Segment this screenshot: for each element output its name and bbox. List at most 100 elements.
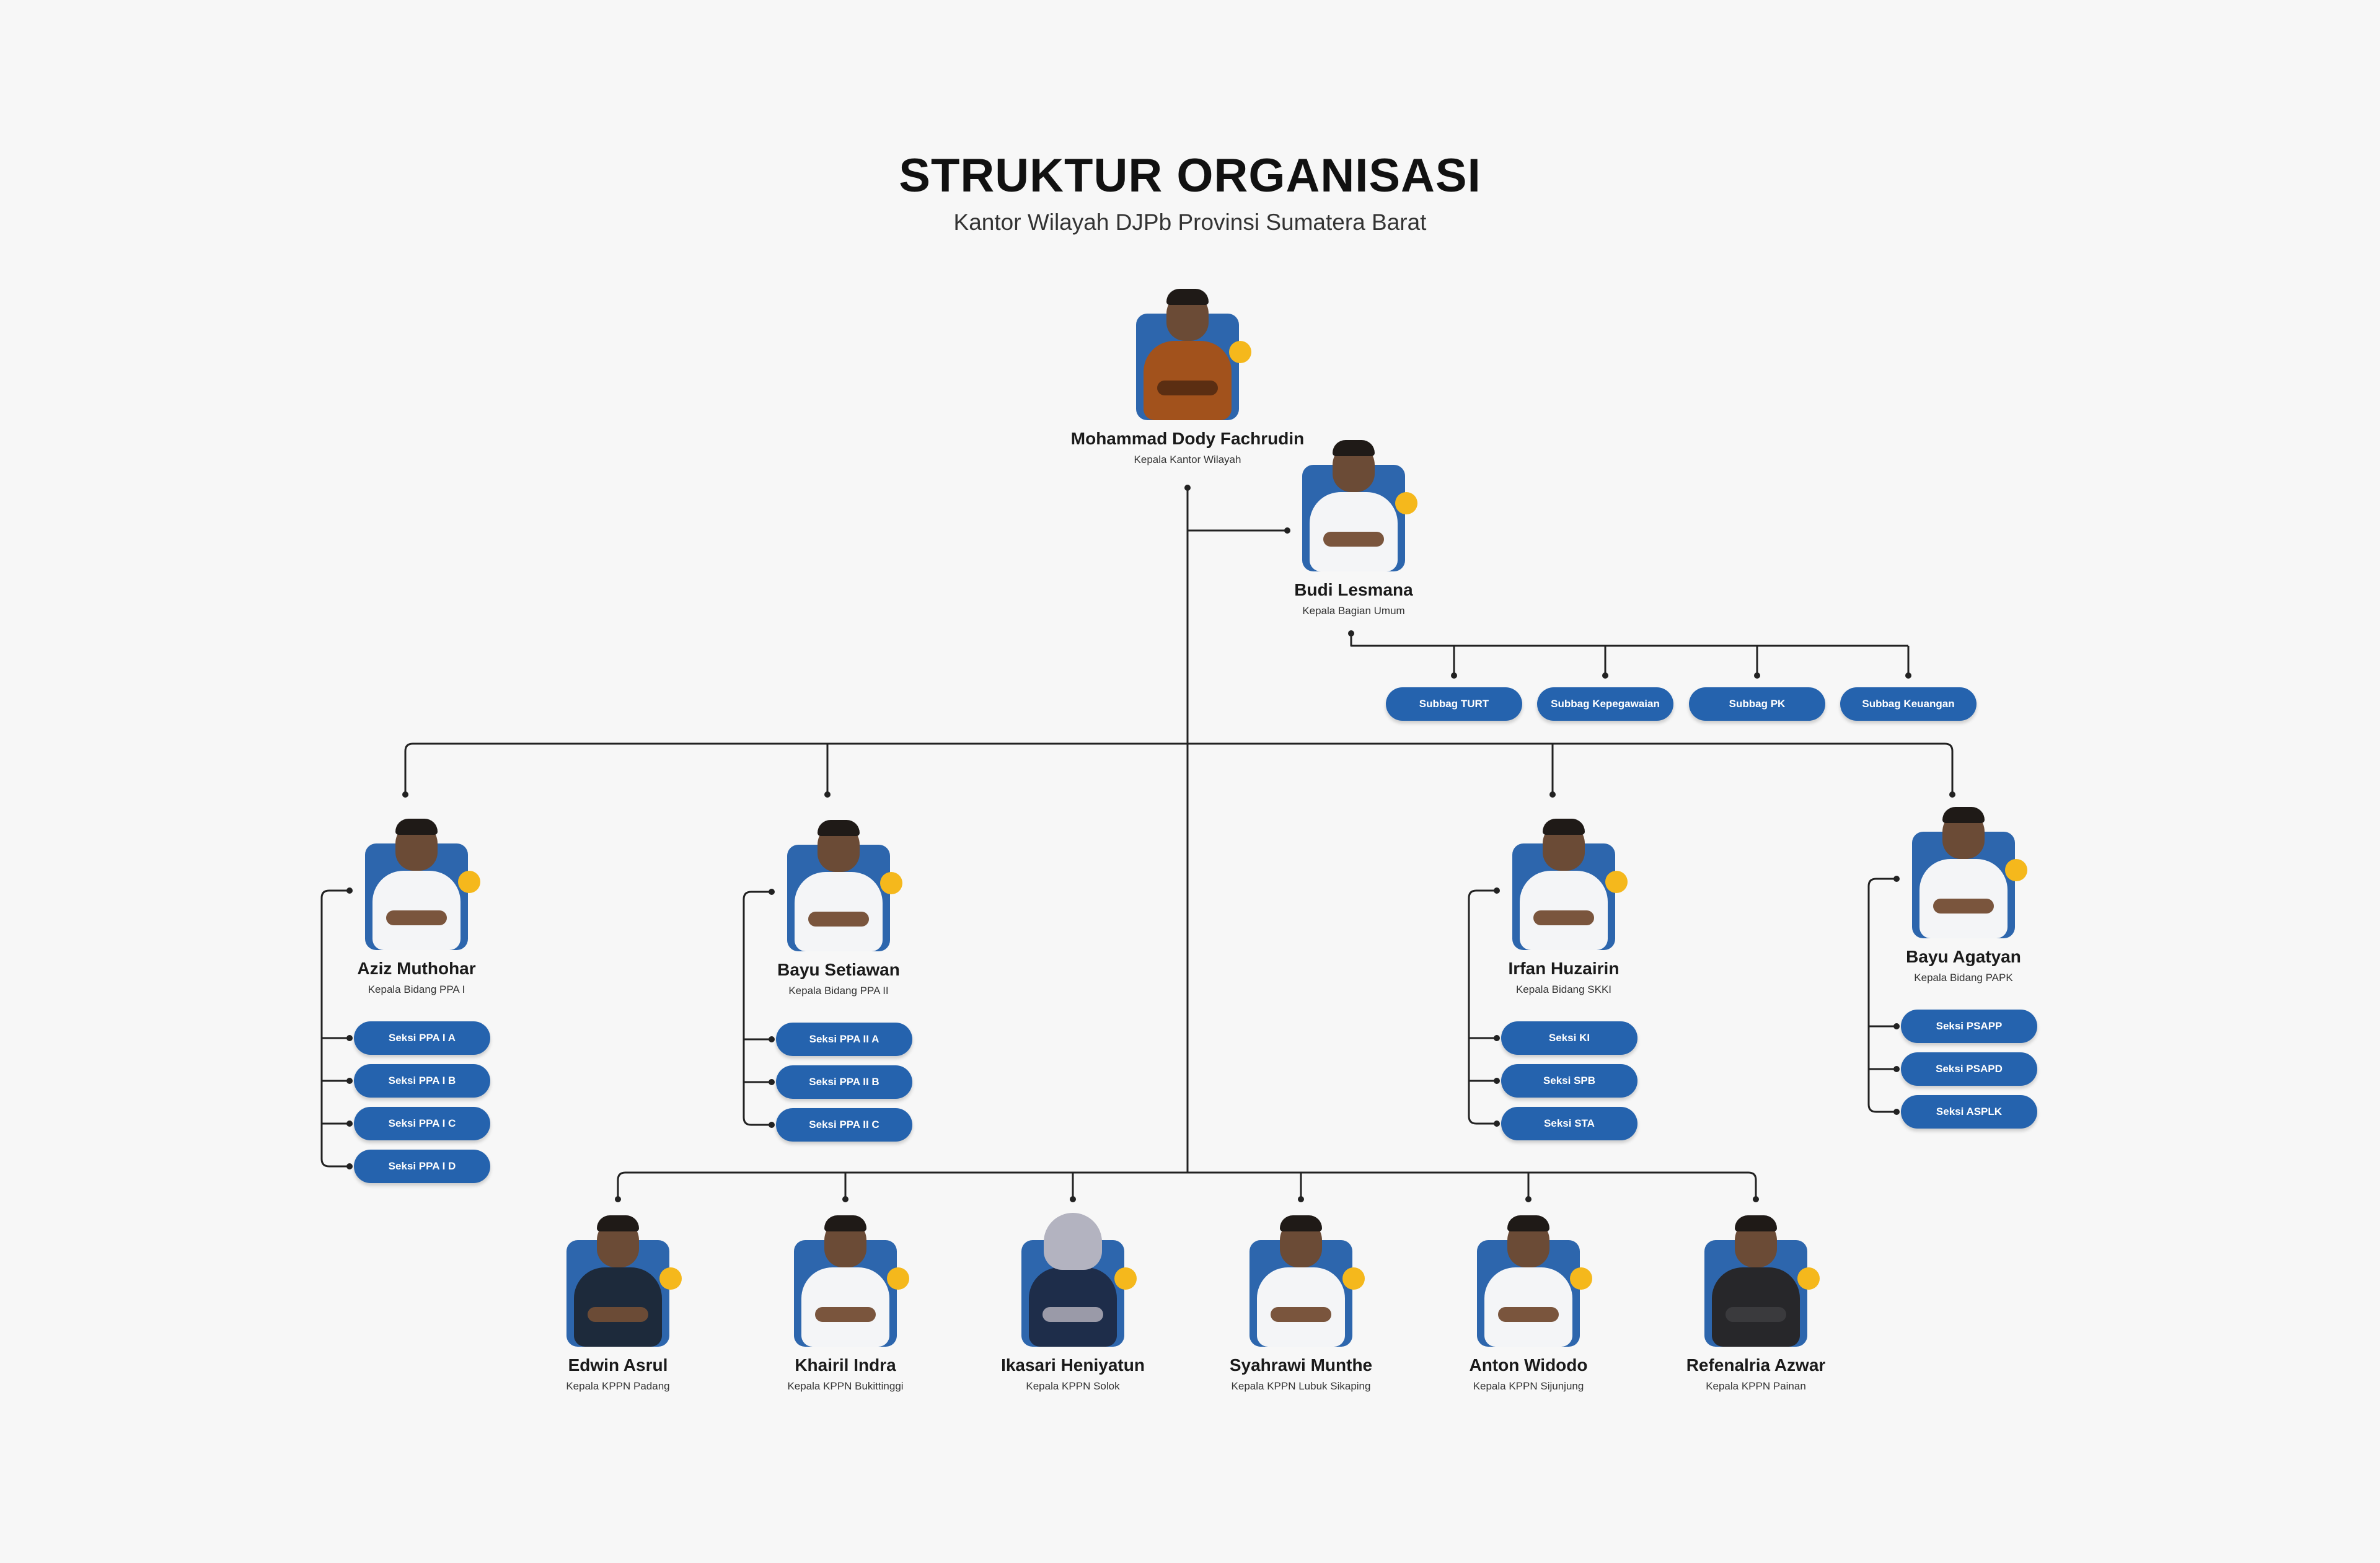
- connector-dot: [769, 1079, 775, 1085]
- accent-dot: [1605, 871, 1628, 893]
- portrait-shape: [1271, 1307, 1331, 1322]
- accent-dot: [1342, 1267, 1365, 1290]
- person-role: Kepala Bidang PAPK: [1914, 972, 2013, 984]
- person-role: Kepala KPPN Solok: [1026, 1380, 1120, 1392]
- connector-dot: [1348, 630, 1354, 636]
- connector-dot: [1602, 672, 1608, 679]
- connector-dot: [402, 791, 408, 798]
- person-name: Bayu Setiawan: [777, 960, 900, 979]
- person-photo: [365, 819, 480, 950]
- connector-dot: [769, 1122, 775, 1128]
- unit-pill: Seksi PPA II B: [776, 1065, 912, 1099]
- unit-pill: Seksi ASPLK: [1901, 1095, 2037, 1129]
- connector-dot: [1893, 876, 1900, 882]
- accent-dot: [1229, 341, 1251, 363]
- connector-dot: [346, 1035, 353, 1041]
- person-photo: [1302, 440, 1417, 571]
- portrait-shape: [1280, 1215, 1322, 1231]
- portrait-shape: [808, 912, 869, 927]
- person-name: Budi Lesmana: [1294, 580, 1413, 599]
- portrait-shape: [395, 819, 438, 835]
- subbag-bus: [1350, 633, 1908, 647]
- unit-pill: Seksi STA: [1501, 1107, 1637, 1140]
- page-subtitle: Kantor Wilayah DJPb Provinsi Sumatera Ba…: [953, 209, 1427, 235]
- portrait-shape: [1942, 807, 1985, 823]
- connector-dot: [1494, 1035, 1500, 1041]
- person-photo: [794, 1215, 909, 1347]
- portrait-shape: [1507, 1215, 1549, 1231]
- portrait-shape: [588, 1307, 648, 1322]
- page-title: STRUKTUR ORGANISASI: [899, 149, 1481, 202]
- person-name: Bayu Agatyan: [1906, 947, 2021, 966]
- portrait-shape: [1533, 910, 1594, 925]
- accent-dot: [1114, 1267, 1137, 1290]
- connector-dot: [1525, 1196, 1532, 1202]
- person-photo: [1704, 1215, 1820, 1347]
- unit-pill: Seksi PPA I B: [354, 1064, 490, 1098]
- portrait-shape: [1157, 381, 1218, 395]
- unit-pill: Seksi PSAPD: [1901, 1052, 2037, 1086]
- person-role: Kepala KPPN Painan: [1706, 1380, 1806, 1392]
- portrait-shape: [1042, 1307, 1103, 1322]
- portrait-shape: [818, 820, 860, 836]
- person-photo: [1512, 819, 1628, 950]
- accent-dot: [659, 1267, 682, 1290]
- portrait-shape: [1044, 1213, 1102, 1270]
- person-name: Mohammad Dody Fachrudin: [1070, 429, 1305, 448]
- accent-dot: [1395, 492, 1417, 514]
- connector-dot: [769, 889, 775, 895]
- portrait-shape: [597, 1215, 639, 1231]
- unit-pill: Seksi PPA I C: [354, 1107, 490, 1140]
- portrait-shape: [386, 910, 447, 925]
- kppn-bus: [617, 1171, 1757, 1199]
- connector-dot: [1753, 1196, 1759, 1202]
- portrait-shape: [1166, 289, 1209, 305]
- connector-dot: [1494, 1078, 1500, 1084]
- person-role: Kepala KPPN Lubuk Sikaping: [1231, 1380, 1371, 1392]
- unit-pill: Subbag PK: [1689, 687, 1825, 721]
- connector-dot: [1893, 1109, 1900, 1115]
- unit-pill: Seksi SPB: [1501, 1064, 1637, 1098]
- connector-dot: [1893, 1066, 1900, 1072]
- portrait-shape: [815, 1307, 876, 1322]
- person-photo: [787, 820, 902, 951]
- connector-dot: [1893, 1023, 1900, 1029]
- person-role: Kepala Bidang PPA II: [788, 985, 889, 997]
- unit-pill: Seksi PSAPP: [1901, 1010, 2037, 1043]
- unit-pill: Subbag Keuangan: [1840, 687, 1977, 721]
- person-photo: [1477, 1215, 1592, 1347]
- person-name: Syahrawi Munthe: [1229, 1355, 1373, 1375]
- person-name: Khairil Indra: [795, 1355, 896, 1375]
- unit-pill: Seksi PPA II C: [776, 1108, 912, 1142]
- unit-bracket: [320, 889, 350, 1168]
- unit-pill: Subbag Kepegawaian: [1537, 687, 1673, 721]
- person-role: Kepala KPPN Bukittinggi: [787, 1380, 904, 1392]
- accent-dot: [458, 871, 480, 893]
- person-name: Irfan Huzairin: [1508, 959, 1620, 978]
- connector-dot: [1949, 791, 1955, 798]
- bidang-bus: [404, 742, 1954, 792]
- connector-dot: [1905, 672, 1911, 679]
- portrait-shape: [1933, 899, 1994, 914]
- accent-dot: [880, 872, 902, 894]
- person-name: Ikasari Heniyatun: [1001, 1355, 1145, 1375]
- connector-dot: [842, 1196, 848, 1202]
- unit-bracket: [1468, 889, 1497, 1125]
- unit-bracket: [743, 891, 772, 1126]
- person-role: Kepala Bagian Umum: [1302, 605, 1405, 617]
- unit-pill: Seksi PPA II A: [776, 1023, 912, 1056]
- connector-dot: [1284, 527, 1290, 534]
- connector-dot: [1549, 791, 1556, 798]
- portrait-shape: [1726, 1307, 1786, 1322]
- connector-dot: [824, 791, 831, 798]
- connector-dot: [1754, 672, 1760, 679]
- unit-pill: Subbag TURT: [1386, 687, 1522, 721]
- portrait-shape: [1498, 1307, 1559, 1322]
- connector-dot: [1494, 1121, 1500, 1127]
- person-photo: [566, 1215, 682, 1347]
- person-name: Edwin Asrul: [568, 1355, 668, 1375]
- unit-pill: Seksi PPA I A: [354, 1021, 490, 1055]
- connector-dot: [769, 1036, 775, 1042]
